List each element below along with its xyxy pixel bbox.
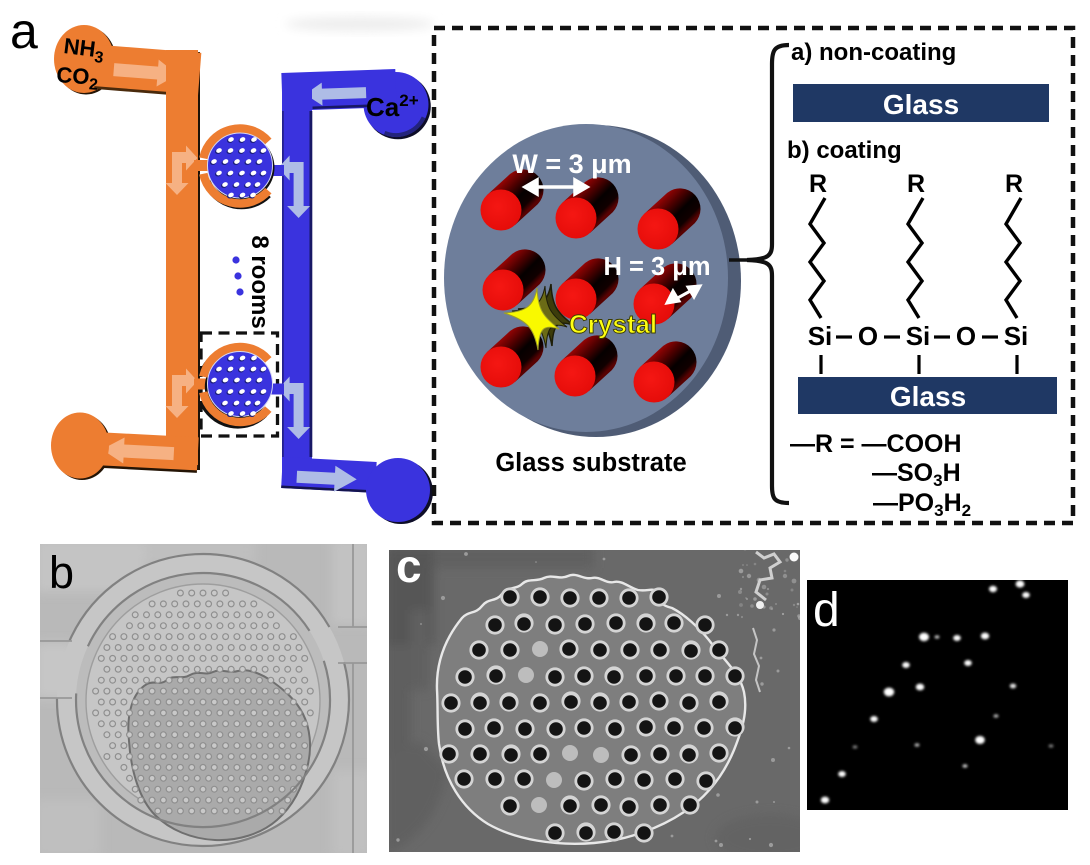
svg-text:c: c [396,540,422,592]
svg-text:d: d [813,584,840,637]
svg-text:R: R [1005,170,1023,198]
svg-text:O: O [956,321,976,351]
svg-text:—R = —COOH: —R = —COOH [790,430,962,458]
svg-text:Si: Si [906,321,931,351]
svg-text:b: b [49,547,74,598]
svg-text:W = 3 μm: W = 3 μm [512,149,631,179]
svg-text:a) non-coating: a) non-coating [791,39,956,66]
svg-text:O: O [858,321,878,351]
svg-text:Glass substrate: Glass substrate [495,449,686,477]
svg-text:b) coating: b) coating [787,137,902,164]
svg-text:8 rooms: 8 rooms [246,235,273,328]
svg-text:R: R [907,170,925,198]
svg-text:Crystal: Crystal [569,309,657,339]
svg-text:a: a [10,3,38,59]
svg-text:Glass: Glass [883,89,959,120]
svg-text:Si: Si [1004,321,1029,351]
svg-text:—SO3H: —SO3H [872,459,961,490]
svg-text:R: R [809,170,827,198]
svg-text:H = 3 μm: H = 3 μm [603,253,710,281]
svg-text:—PO3H2: —PO3H2 [873,489,971,520]
svg-text:Si: Si [808,321,833,351]
svg-text:Glass: Glass [890,381,966,412]
